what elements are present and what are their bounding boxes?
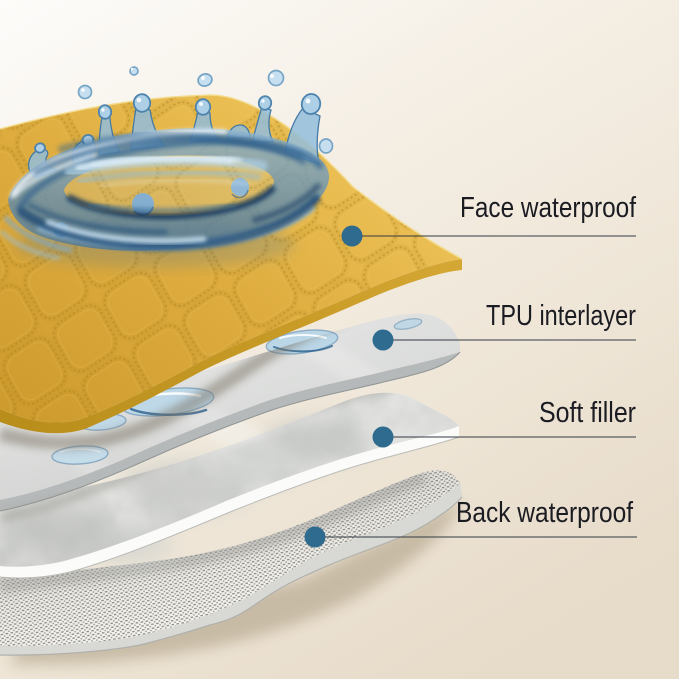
svg-text:TPU interlayer: TPU interlayer	[486, 300, 636, 332]
svg-text:Face waterproof: Face waterproof	[460, 192, 637, 224]
svg-text:Back waterproof: Back waterproof	[456, 497, 634, 529]
svg-text:Soft filler: Soft filler	[539, 397, 636, 429]
